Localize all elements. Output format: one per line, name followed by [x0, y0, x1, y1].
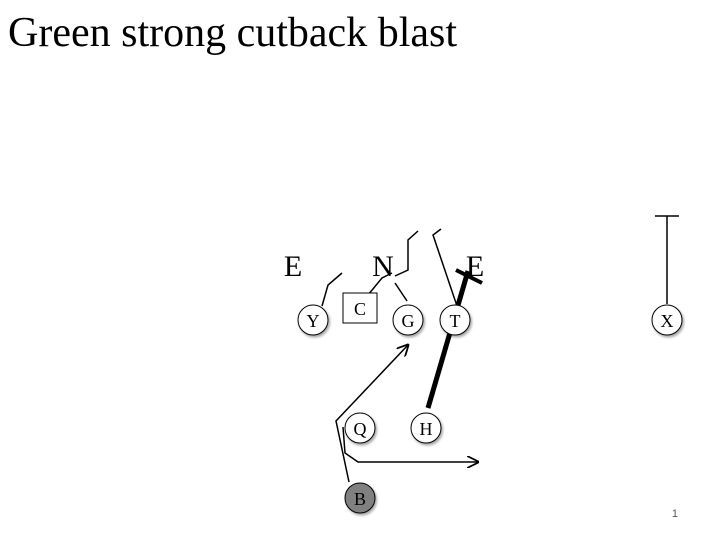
player-quarterback: Q: [344, 412, 376, 444]
y-block-route: [321, 272, 343, 307]
defender-left-end: E: [284, 250, 302, 283]
tackle-block-route: [432, 228, 458, 307]
player-split-end: X: [651, 304, 683, 336]
player-split-end-label: X: [661, 311, 674, 331]
slide-title: Green strong cutback blast: [8, 10, 458, 56]
player-guard: G: [392, 304, 424, 336]
guard-block-line: [394, 282, 408, 302]
ball-carrier-path: [335, 345, 408, 483]
halfback-lead-block: [425, 268, 483, 409]
player-tackle-label: T: [450, 311, 461, 331]
center-block-route: [367, 272, 393, 296]
player-y: Y: [297, 304, 329, 336]
player-center-label: C: [354, 299, 366, 319]
player-center: C: [342, 292, 378, 324]
player-halfback-label: H: [420, 419, 433, 439]
quarterback-fake-route: [342, 426, 478, 462]
guard-block-route: [394, 230, 419, 277]
blocking-routes: [321, 215, 679, 307]
player-halfback: H: [410, 412, 442, 444]
player-quarterback-label: Q: [354, 419, 367, 439]
player-guard-label: G: [402, 311, 415, 331]
player-tackle: T: [439, 304, 471, 336]
slide-number: 1: [671, 508, 678, 520]
player-y-label: Y: [307, 311, 320, 331]
defender-right-end: E: [466, 250, 484, 283]
player-back-label: B: [354, 489, 366, 509]
player-back: B: [344, 482, 376, 514]
